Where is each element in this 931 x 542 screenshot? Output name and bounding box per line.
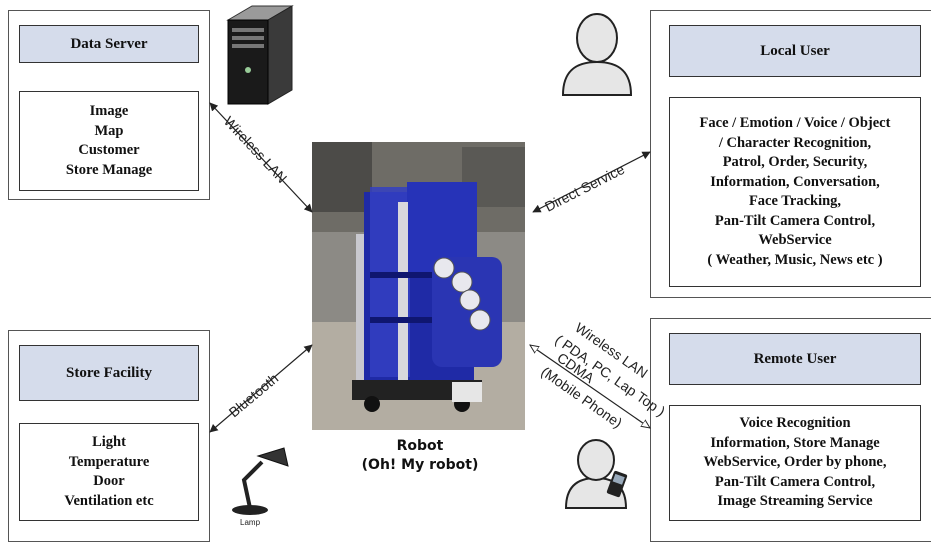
direct-service-arrow	[532, 151, 651, 213]
robot-photo	[312, 142, 525, 430]
list-item: Temperature	[68, 453, 150, 470]
store-facility-items: Light Temperature Door Ventilation etc	[19, 423, 199, 521]
list-item: Store Manage	[65, 161, 153, 178]
store-facility-panel: Store Facility Light Temperature Door Ve…	[8, 330, 210, 542]
local-user-panel: Local User Face / Emotion / Voice / Obje…	[650, 10, 931, 298]
lamp-icon	[232, 447, 289, 515]
local-user-items: Face / Emotion / Voice / Object / Charac…	[669, 97, 921, 287]
user-icon	[561, 13, 633, 96]
list-item: Door	[93, 473, 125, 489]
direct-service-label: Direct Service	[542, 161, 627, 215]
wireless-lan-arrow	[209, 102, 313, 213]
remote-user-title: Remote User	[669, 333, 921, 385]
lamp-label: Lamp	[240, 518, 261, 527]
list-item: Pan-Tilt Camera Control,	[714, 212, 876, 229]
robot-subtitle: (Oh! My robot)	[361, 457, 479, 473]
server-icon	[226, 5, 294, 105]
list-item: Patrol, Order, Security,	[722, 154, 868, 170]
list-item: ( Weather, Music, News etc )	[707, 251, 883, 268]
list-item: Face / Emotion / Voice / Object	[699, 115, 891, 131]
list-item: Face Tracking,	[748, 193, 842, 209]
list-item: Pan-Tilt Camera Control,	[714, 473, 876, 490]
list-item: WebService	[758, 232, 832, 248]
list-item: / Character Recognition,	[718, 134, 872, 151]
store-facility-title: Store Facility	[19, 345, 199, 401]
list-item: Ventilation etc	[64, 492, 154, 509]
list-item: Voice Recognition	[739, 415, 851, 432]
list-item: Information, Conversation,	[710, 173, 880, 190]
list-item: Image	[89, 103, 129, 119]
data-server-items: Image Map Customer Store Manage	[19, 91, 199, 191]
bluetooth-arrow	[209, 344, 313, 433]
wireless-lan-label: Wireless LAN	[221, 113, 291, 186]
phone-user-icon	[564, 439, 628, 509]
list-item: Map	[94, 122, 124, 139]
bluetooth-label: Bluetooth	[226, 370, 282, 420]
list-item: Light	[92, 434, 126, 450]
robot-title: Robot	[396, 438, 444, 454]
remote-user-panel: Remote User Voice Recognition Informatio…	[650, 318, 931, 542]
data-server-panel: Data Server Image Map Customer Store Man…	[8, 10, 210, 200]
data-server-title: Data Server	[19, 25, 199, 63]
list-item: Image Streaming Service	[717, 493, 873, 510]
list-item: Customer	[78, 142, 140, 158]
list-item: Information, Store Manage	[710, 434, 880, 451]
remote-user-items: Voice Recognition Information, Store Man…	[669, 405, 921, 521]
list-item: WebService, Order by phone,	[703, 454, 887, 471]
robot-caption: Robot (Oh! My robot)	[340, 437, 500, 475]
remote-link-arrow	[530, 345, 650, 428]
local-user-title: Local User	[669, 25, 921, 77]
